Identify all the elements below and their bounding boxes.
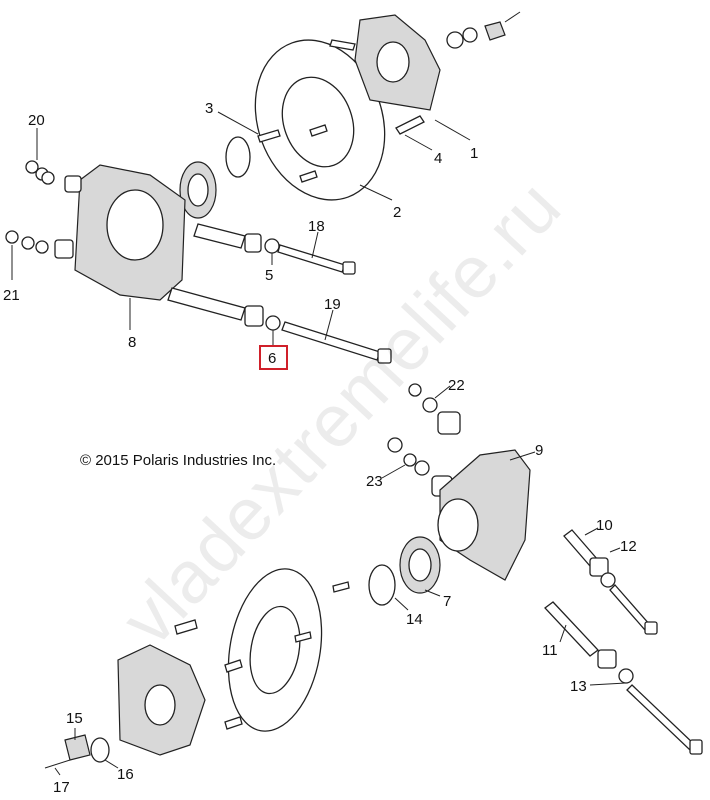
callout-9: 9 xyxy=(535,442,543,459)
callout-6[interactable]: 6 xyxy=(268,350,276,367)
highlight-box-part-6 xyxy=(259,345,288,370)
wheel-hub-upper xyxy=(354,14,441,111)
callout-17: 17 xyxy=(53,779,70,796)
callout-21: 21 xyxy=(3,287,20,304)
brake-disc-upper xyxy=(254,39,386,201)
callout-8: 8 xyxy=(128,334,136,351)
callout-23: 23 xyxy=(366,473,383,490)
callout-13: 13 xyxy=(570,678,587,695)
callout-15: 15 xyxy=(66,710,83,727)
callout-19: 19 xyxy=(324,296,341,313)
callout-20: 20 xyxy=(28,112,45,129)
callout-12: 12 xyxy=(620,538,637,555)
callout-11: 11 xyxy=(542,642,558,659)
callout-10: 10 xyxy=(596,517,613,534)
callout-1: 1 xyxy=(470,145,478,162)
callout-3: 3 xyxy=(205,100,213,117)
callout-5: 5 xyxy=(265,267,273,284)
callout-22: 22 xyxy=(448,377,465,394)
callout-7: 7 xyxy=(443,593,451,610)
callout-16: 16 xyxy=(117,766,134,783)
callout-4: 4 xyxy=(434,150,442,167)
leader-lines xyxy=(11,111,627,776)
callout-18: 18 xyxy=(308,218,325,235)
callout-14: 14 xyxy=(406,611,423,628)
copyright-text: © 2015 Polaris Industries Inc. xyxy=(80,452,277,469)
callout-2: 2 xyxy=(393,204,401,221)
